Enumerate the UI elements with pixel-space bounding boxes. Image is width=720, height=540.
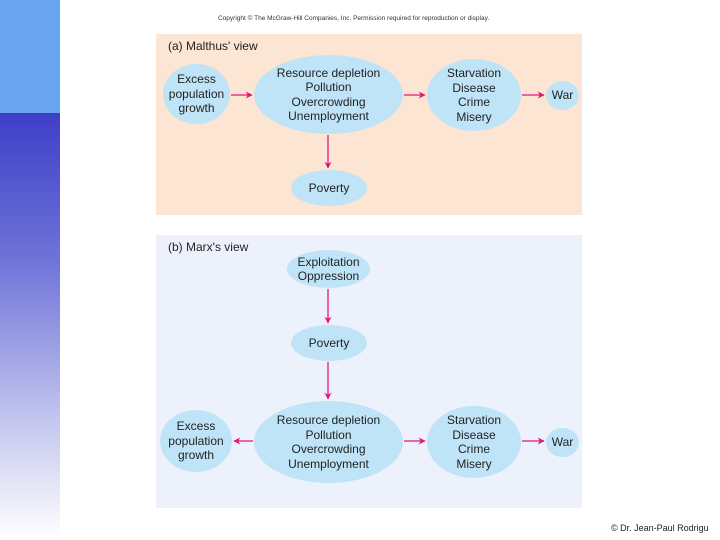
b-node-exploitation-oppression: Exploitation Oppression	[287, 250, 370, 288]
slide-sidebar-gradient	[0, 0, 60, 540]
b-node-starvation: Starvation Disease Crime Misery	[427, 406, 521, 478]
panel-b-title: (b) Marx's view	[168, 240, 249, 254]
author-credit: © Dr. Jean-Paul Rodrigu	[611, 523, 709, 533]
b-node-resource-depletion: Resource depletion Pollution Overcrowdin…	[254, 401, 403, 483]
a-node-poverty: Poverty	[291, 170, 367, 206]
a-node-starvation: Starvation Disease Crime Misery	[427, 59, 521, 131]
a-node-resource-depletion: Resource depletion Pollution Overcrowdin…	[254, 55, 403, 134]
a-node-war: War	[546, 81, 579, 110]
copyright-notice: Copyright © The McGraw-Hill Companies, I…	[218, 15, 490, 22]
b-node-excess-population-growth: Excess population growth	[160, 410, 232, 472]
panel-a-title: (a) Malthus' view	[168, 39, 258, 53]
b-node-war: War	[546, 428, 579, 457]
a-node-excess-population-growth: Excess population growth	[163, 64, 230, 124]
b-node-poverty: Poverty	[291, 325, 367, 361]
